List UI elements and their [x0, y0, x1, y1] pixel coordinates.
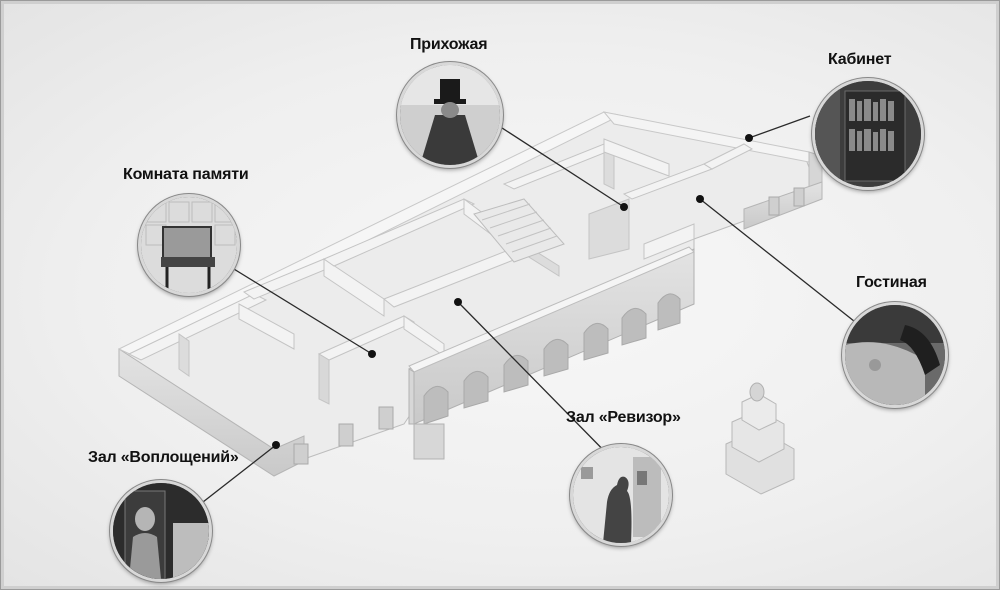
label-revizor-hall: Зал «Ревизор»	[566, 409, 681, 426]
label-memory-room: Комната памяти	[123, 166, 249, 183]
label-entrance-hall: Прихожая	[410, 36, 488, 53]
label-embodiments-hall: Зал «Воплощений»	[88, 449, 239, 466]
label-living-room: Гостиная	[856, 274, 927, 291]
leader-dots	[272, 134, 753, 449]
entrance-hall-photo	[397, 62, 503, 168]
study-photo	[812, 78, 924, 190]
staircase	[473, 198, 565, 263]
living-room-photo	[842, 302, 948, 408]
outer-walls	[117, 111, 823, 477]
floor-plan-model	[117, 111, 865, 510]
bust-sculpture	[725, 382, 795, 495]
arcade-colonnade	[408, 246, 695, 460]
memory-room-photo	[138, 194, 240, 296]
revizor-hall-photo	[570, 444, 672, 546]
embodiments-hall-photo	[110, 480, 212, 582]
leader-lines	[193, 115, 865, 510]
label-study: Кабинет	[828, 51, 892, 68]
